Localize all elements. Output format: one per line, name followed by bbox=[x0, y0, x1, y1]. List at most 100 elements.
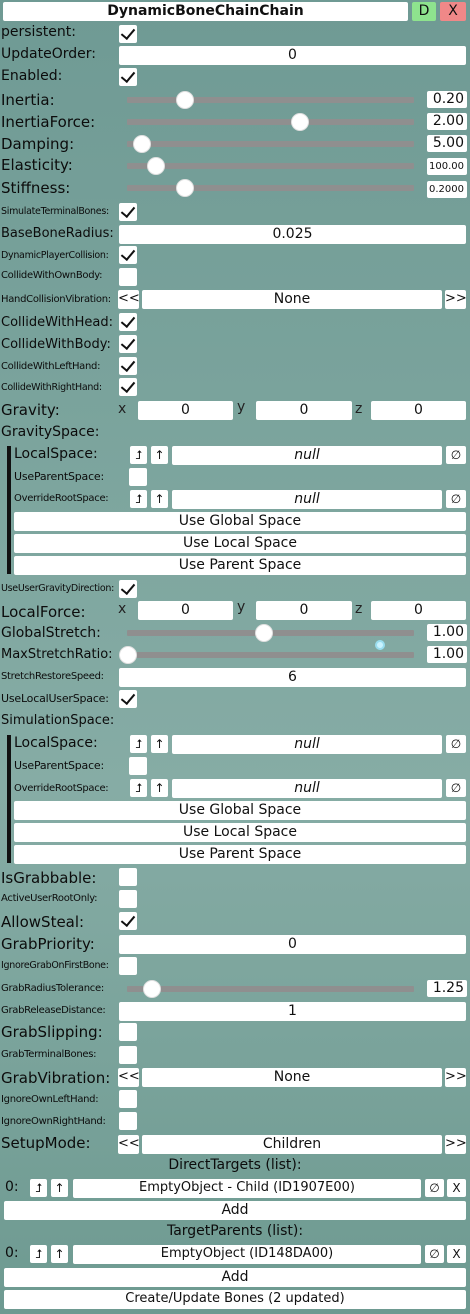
persistent-checkbox[interactable] bbox=[119, 25, 137, 43]
allow-steal-checkbox[interactable] bbox=[119, 912, 137, 930]
grab-radius-tolerance-value[interactable]: 1.25 bbox=[427, 980, 467, 997]
collide-with-left-hand-checkbox[interactable] bbox=[119, 357, 137, 375]
simulation-use-parent-space-button[interactable]: Use Parent Space bbox=[14, 845, 466, 864]
target-parent-remove-icon[interactable]: X bbox=[447, 1245, 466, 1263]
gravity-x-field[interactable]: 0 bbox=[138, 401, 233, 420]
elasticity-slider-knob[interactable] bbox=[147, 157, 165, 175]
direct-target-drive-icon[interactable]: ⮥ bbox=[30, 1179, 47, 1197]
gravity-use-global-space-button[interactable]: Use Global Space bbox=[14, 512, 466, 531]
grab-vibration-field[interactable]: None bbox=[142, 1068, 442, 1087]
stiffness-slider-knob[interactable] bbox=[176, 179, 194, 197]
global-stretch-slider-knob[interactable] bbox=[255, 624, 273, 642]
elasticity-slider-track[interactable] bbox=[127, 163, 414, 169]
grab-priority-field[interactable]: 0 bbox=[119, 935, 466, 954]
setup-mode-field[interactable]: Children bbox=[142, 1135, 442, 1154]
max-stretch-ratio-slider-track[interactable] bbox=[127, 652, 414, 658]
gravity-use-parent-space-button[interactable]: Use Parent Space bbox=[14, 556, 466, 575]
target-parents-add-button[interactable]: Add bbox=[4, 1268, 466, 1287]
local-force-x-field[interactable]: 0 bbox=[138, 601, 233, 620]
grab-radius-tolerance-slider-track[interactable] bbox=[127, 986, 414, 992]
enabled-checkbox[interactable] bbox=[119, 68, 137, 86]
use-local-user-space-checkbox[interactable] bbox=[119, 690, 137, 708]
target-parent-reference-field[interactable]: EmptyObject (ID148DA00) bbox=[73, 1245, 421, 1264]
inertia-slider-track[interactable] bbox=[127, 97, 414, 103]
direct-target-jump-up-icon[interactable]: ↑ bbox=[51, 1179, 68, 1197]
inertia-force-slider-knob[interactable] bbox=[291, 113, 309, 131]
simulation-local-space-reference-field[interactable]: null bbox=[172, 735, 442, 754]
ignore-grab-on-first-bone-checkbox[interactable] bbox=[119, 957, 137, 975]
grab-radius-tolerance-slider-knob[interactable] bbox=[143, 980, 161, 998]
gravity-local-space-drive-icon[interactable]: ⮥ bbox=[130, 446, 147, 464]
gravity-y-field[interactable]: 0 bbox=[256, 401, 352, 420]
global-stretch-value[interactable]: 1.00 bbox=[427, 624, 467, 641]
target-parent-drive-icon[interactable]: ⮥ bbox=[30, 1245, 47, 1263]
grab-slipping-checkbox[interactable] bbox=[119, 1023, 137, 1041]
setup-mode-next-button[interactable]: >> bbox=[445, 1135, 467, 1154]
gravity-override-root-reference-field[interactable]: null bbox=[172, 490, 442, 509]
target-parent-null-icon[interactable]: ∅ bbox=[425, 1245, 444, 1263]
local-force-y-field[interactable]: 0 bbox=[256, 601, 352, 620]
direct-targets-add-button[interactable]: Add bbox=[4, 1201, 466, 1220]
stretch-restore-speed-field[interactable]: 6 bbox=[119, 668, 466, 687]
hand-vibration-prev-button[interactable]: << bbox=[118, 290, 140, 309]
collide-with-right-hand-checkbox[interactable] bbox=[119, 378, 137, 396]
grab-terminal-bones-checkbox[interactable] bbox=[119, 1046, 137, 1064]
dynamic-player-collision-checkbox[interactable] bbox=[119, 246, 137, 264]
direct-target-reference-field[interactable]: EmptyObject - Child (ID1907E00) bbox=[73, 1179, 421, 1198]
setup-mode-prev-button[interactable]: << bbox=[118, 1135, 140, 1154]
gravity-z-field[interactable]: 0 bbox=[371, 401, 466, 420]
simulation-use-parent-space-checkbox[interactable] bbox=[129, 757, 147, 775]
grab-release-distance-field[interactable]: 1 bbox=[119, 1002, 466, 1021]
simulation-local-space-drive-icon[interactable]: ⮥ bbox=[130, 735, 147, 753]
gravity-local-space-jump-up-icon[interactable]: ↑ bbox=[151, 446, 168, 464]
gravity-override-root-drive-icon[interactable]: ⮥ bbox=[130, 490, 147, 508]
target-parent-jump-up-icon[interactable]: ↑ bbox=[51, 1245, 68, 1263]
simulation-use-global-space-button[interactable]: Use Global Space bbox=[14, 801, 466, 820]
inertia-force-value[interactable]: 2.00 bbox=[427, 113, 467, 130]
ignore-own-left-hand-checkbox[interactable] bbox=[119, 1090, 137, 1108]
elasticity-value[interactable]: 100.00 bbox=[427, 158, 467, 175]
remove-component-button[interactable]: X bbox=[440, 2, 466, 21]
ignore-own-right-hand-checkbox[interactable] bbox=[119, 1112, 137, 1130]
hand-vibration-field[interactable]: None bbox=[142, 290, 442, 309]
damping-slider-track[interactable] bbox=[127, 141, 414, 147]
simulation-override-root-null-icon[interactable]: ∅ bbox=[446, 779, 466, 797]
create-update-bones-button[interactable]: Create/Update Bones (2 updated) bbox=[4, 1290, 466, 1309]
update-order-field[interactable]: 0 bbox=[119, 46, 466, 65]
is-grabbable-checkbox[interactable] bbox=[119, 868, 137, 886]
stiffness-slider-track[interactable] bbox=[127, 185, 414, 191]
simulation-local-space-null-icon[interactable]: ∅ bbox=[446, 735, 466, 753]
damping-slider-knob[interactable] bbox=[133, 135, 151, 153]
simulation-override-root-reference-field[interactable]: null bbox=[172, 779, 442, 798]
damping-value[interactable]: 5.00 bbox=[427, 135, 467, 152]
simulation-use-local-space-button[interactable]: Use Local Space bbox=[14, 823, 466, 842]
simulate-terminal-bones-checkbox[interactable] bbox=[119, 203, 137, 221]
duplicate-button[interactable]: D bbox=[412, 2, 436, 21]
collide-with-body-checkbox[interactable] bbox=[119, 335, 137, 353]
max-stretch-ratio-value[interactable]: 1.00 bbox=[427, 646, 467, 663]
collide-with-own-body-checkbox[interactable] bbox=[119, 268, 137, 286]
inertia-slider-knob[interactable] bbox=[176, 91, 194, 109]
inertia-force-slider-track[interactable] bbox=[127, 119, 414, 125]
inertia-value[interactable]: 0.20 bbox=[427, 91, 467, 108]
use-user-gravity-direction-checkbox[interactable] bbox=[119, 580, 137, 598]
gravity-use-parent-space-checkbox[interactable] bbox=[129, 468, 147, 486]
base-bone-radius-field[interactable]: 0.025 bbox=[119, 225, 466, 244]
simulation-override-root-drive-icon[interactable]: ⮥ bbox=[130, 779, 147, 797]
gravity-local-space-reference-field[interactable]: null bbox=[172, 446, 442, 465]
active-user-root-only-checkbox[interactable] bbox=[119, 890, 137, 908]
collide-with-head-checkbox[interactable] bbox=[119, 313, 137, 331]
direct-target-null-icon[interactable]: ∅ bbox=[425, 1179, 444, 1197]
max-stretch-ratio-slider-knob[interactable] bbox=[119, 646, 137, 664]
local-force-z-field[interactable]: 0 bbox=[371, 601, 466, 620]
grab-vibration-next-button[interactable]: >> bbox=[445, 1068, 467, 1087]
grab-vibration-prev-button[interactable]: << bbox=[118, 1068, 140, 1087]
hand-vibration-next-button[interactable]: >> bbox=[445, 290, 467, 309]
gravity-use-local-space-button[interactable]: Use Local Space bbox=[14, 534, 466, 553]
stiffness-value[interactable]: 0.2000 bbox=[427, 181, 467, 198]
gravity-override-root-null-icon[interactable]: ∅ bbox=[446, 490, 466, 508]
gravity-local-space-null-icon[interactable]: ∅ bbox=[446, 446, 466, 464]
simulation-override-root-jump-up-icon[interactable]: ↑ bbox=[151, 779, 168, 797]
simulation-local-space-jump-up-icon[interactable]: ↑ bbox=[151, 735, 168, 753]
direct-target-remove-icon[interactable]: X bbox=[447, 1179, 466, 1197]
